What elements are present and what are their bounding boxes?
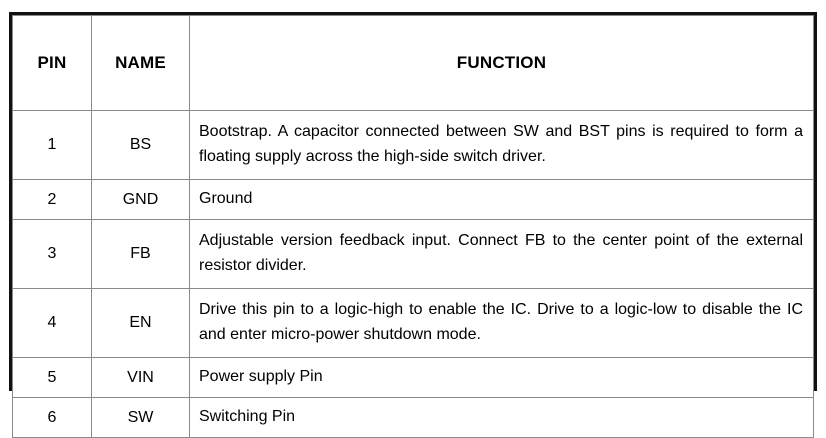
document-page: PIN NAME FUNCTION 1 BS Bootstrap. A capa… <box>9 12 817 438</box>
cell-pin: 3 <box>12 219 92 289</box>
table-header: PIN NAME FUNCTION <box>12 15 814 111</box>
table-row: 5 VIN Power supply Pin <box>12 357 814 398</box>
cell-pin: 4 <box>12 288 92 358</box>
cell-pin: 5 <box>12 357 92 398</box>
cell-name: EN <box>91 288 190 358</box>
pin-description-table: PIN NAME FUNCTION 1 BS Bootstrap. A capa… <box>12 15 814 438</box>
cell-function: Drive this pin to a logic-high to enable… <box>189 288 814 358</box>
cell-name: GND <box>91 179 190 220</box>
cell-function: Bootstrap. A capacitor connected between… <box>189 110 814 180</box>
cell-name: FB <box>91 219 190 289</box>
cell-function: Ground <box>189 179 814 220</box>
table-body: 1 BS Bootstrap. A capacitor connected be… <box>12 110 814 438</box>
table-row: 4 EN Drive this pin to a logic-high to e… <box>12 288 814 358</box>
cell-function: Adjustable version feedback input. Conne… <box>189 219 814 289</box>
table-row: 1 BS Bootstrap. A capacitor connected be… <box>12 110 814 180</box>
column-header-pin: PIN <box>12 15 92 111</box>
cell-pin: 6 <box>12 397 92 438</box>
cell-name: VIN <box>91 357 190 398</box>
column-header-function: FUNCTION <box>189 15 814 111</box>
table-header-row: PIN NAME FUNCTION <box>12 15 814 111</box>
table-row: 3 FB Adjustable version feedback input. … <box>12 219 814 289</box>
table-row: 2 GND Ground <box>12 179 814 220</box>
cell-function: Power supply Pin <box>189 357 814 398</box>
cell-pin: 1 <box>12 110 92 180</box>
cell-name: SW <box>91 397 190 438</box>
cell-pin: 2 <box>12 179 92 220</box>
table-row: 6 SW Switching Pin <box>12 397 814 438</box>
column-header-name: NAME <box>91 15 190 111</box>
cell-function: Switching Pin <box>189 397 814 438</box>
cell-name: BS <box>91 110 190 180</box>
pin-description-table-container: PIN NAME FUNCTION 1 BS Bootstrap. A capa… <box>9 12 817 438</box>
